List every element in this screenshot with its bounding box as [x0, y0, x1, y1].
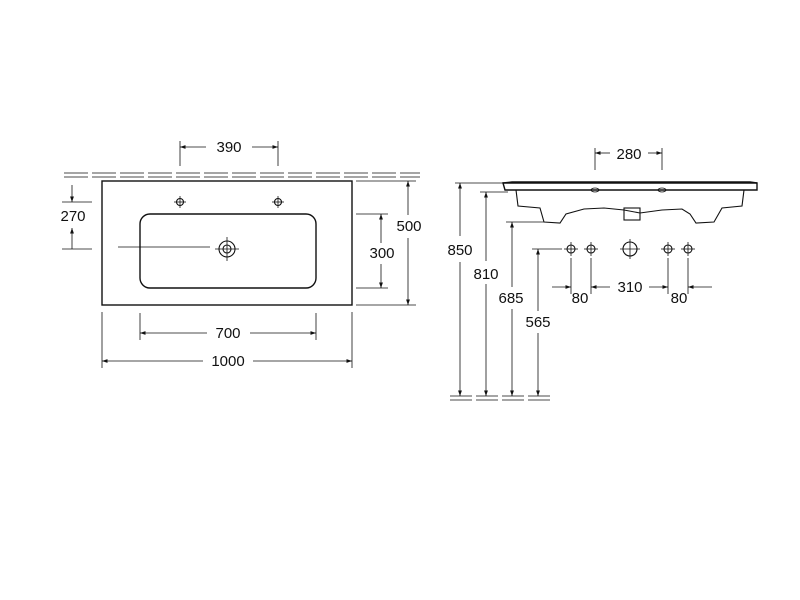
connection-left-2-icon [584, 242, 598, 256]
dim-810-label: 810 [473, 266, 498, 283]
dim-700-label: 700 [215, 325, 240, 342]
dim-565-label: 565 [525, 314, 550, 331]
dim-1000: 1000 [101, 312, 353, 370]
connection-left-1-icon [564, 242, 578, 256]
dim-80-310-80: 80 310 80 [552, 258, 712, 307]
dim-500: 500 [356, 180, 422, 306]
dim-280-label: 280 [616, 146, 641, 163]
dim-270: 270 [60, 185, 92, 250]
dim-1000-label: 1000 [211, 353, 244, 370]
bowl-outline [139, 213, 317, 289]
basin-profile [502, 181, 758, 224]
connection-center-icon [620, 239, 640, 259]
dim-270-label: 270 [60, 208, 85, 225]
tap-hole-left-icon [174, 196, 186, 208]
dim-80-left-label: 80 [572, 290, 589, 307]
dim-810: 810 [473, 191, 508, 396]
top-view: 390 270 500 300 [60, 139, 421, 370]
dim-700: 700 [139, 313, 317, 342]
dim-300-label: 300 [369, 245, 394, 262]
dim-850: 850 [447, 182, 503, 396]
dim-80-right-label: 80 [671, 290, 688, 307]
dim-685: 685 [498, 221, 544, 396]
dim-310-label: 310 [617, 279, 642, 296]
tap-hole-right-icon [272, 196, 284, 208]
connection-right-2-icon [681, 242, 695, 256]
basin-outline [101, 180, 353, 306]
dim-685-label: 685 [498, 290, 523, 307]
top-wall-segments [64, 172, 420, 178]
dim-300: 300 [356, 213, 395, 289]
dim-565: 565 [525, 248, 562, 396]
side-view: 280 850 810 685 [447, 146, 758, 401]
dim-390: 390 [179, 139, 279, 166]
floor-segments [450, 395, 550, 401]
connection-right-1-icon [661, 242, 675, 256]
dim-500-label: 500 [396, 218, 421, 235]
dim-280: 280 [594, 146, 663, 170]
dim-390-label: 390 [216, 139, 241, 156]
dim-850-label: 850 [447, 242, 472, 259]
drain-icon [215, 237, 239, 261]
